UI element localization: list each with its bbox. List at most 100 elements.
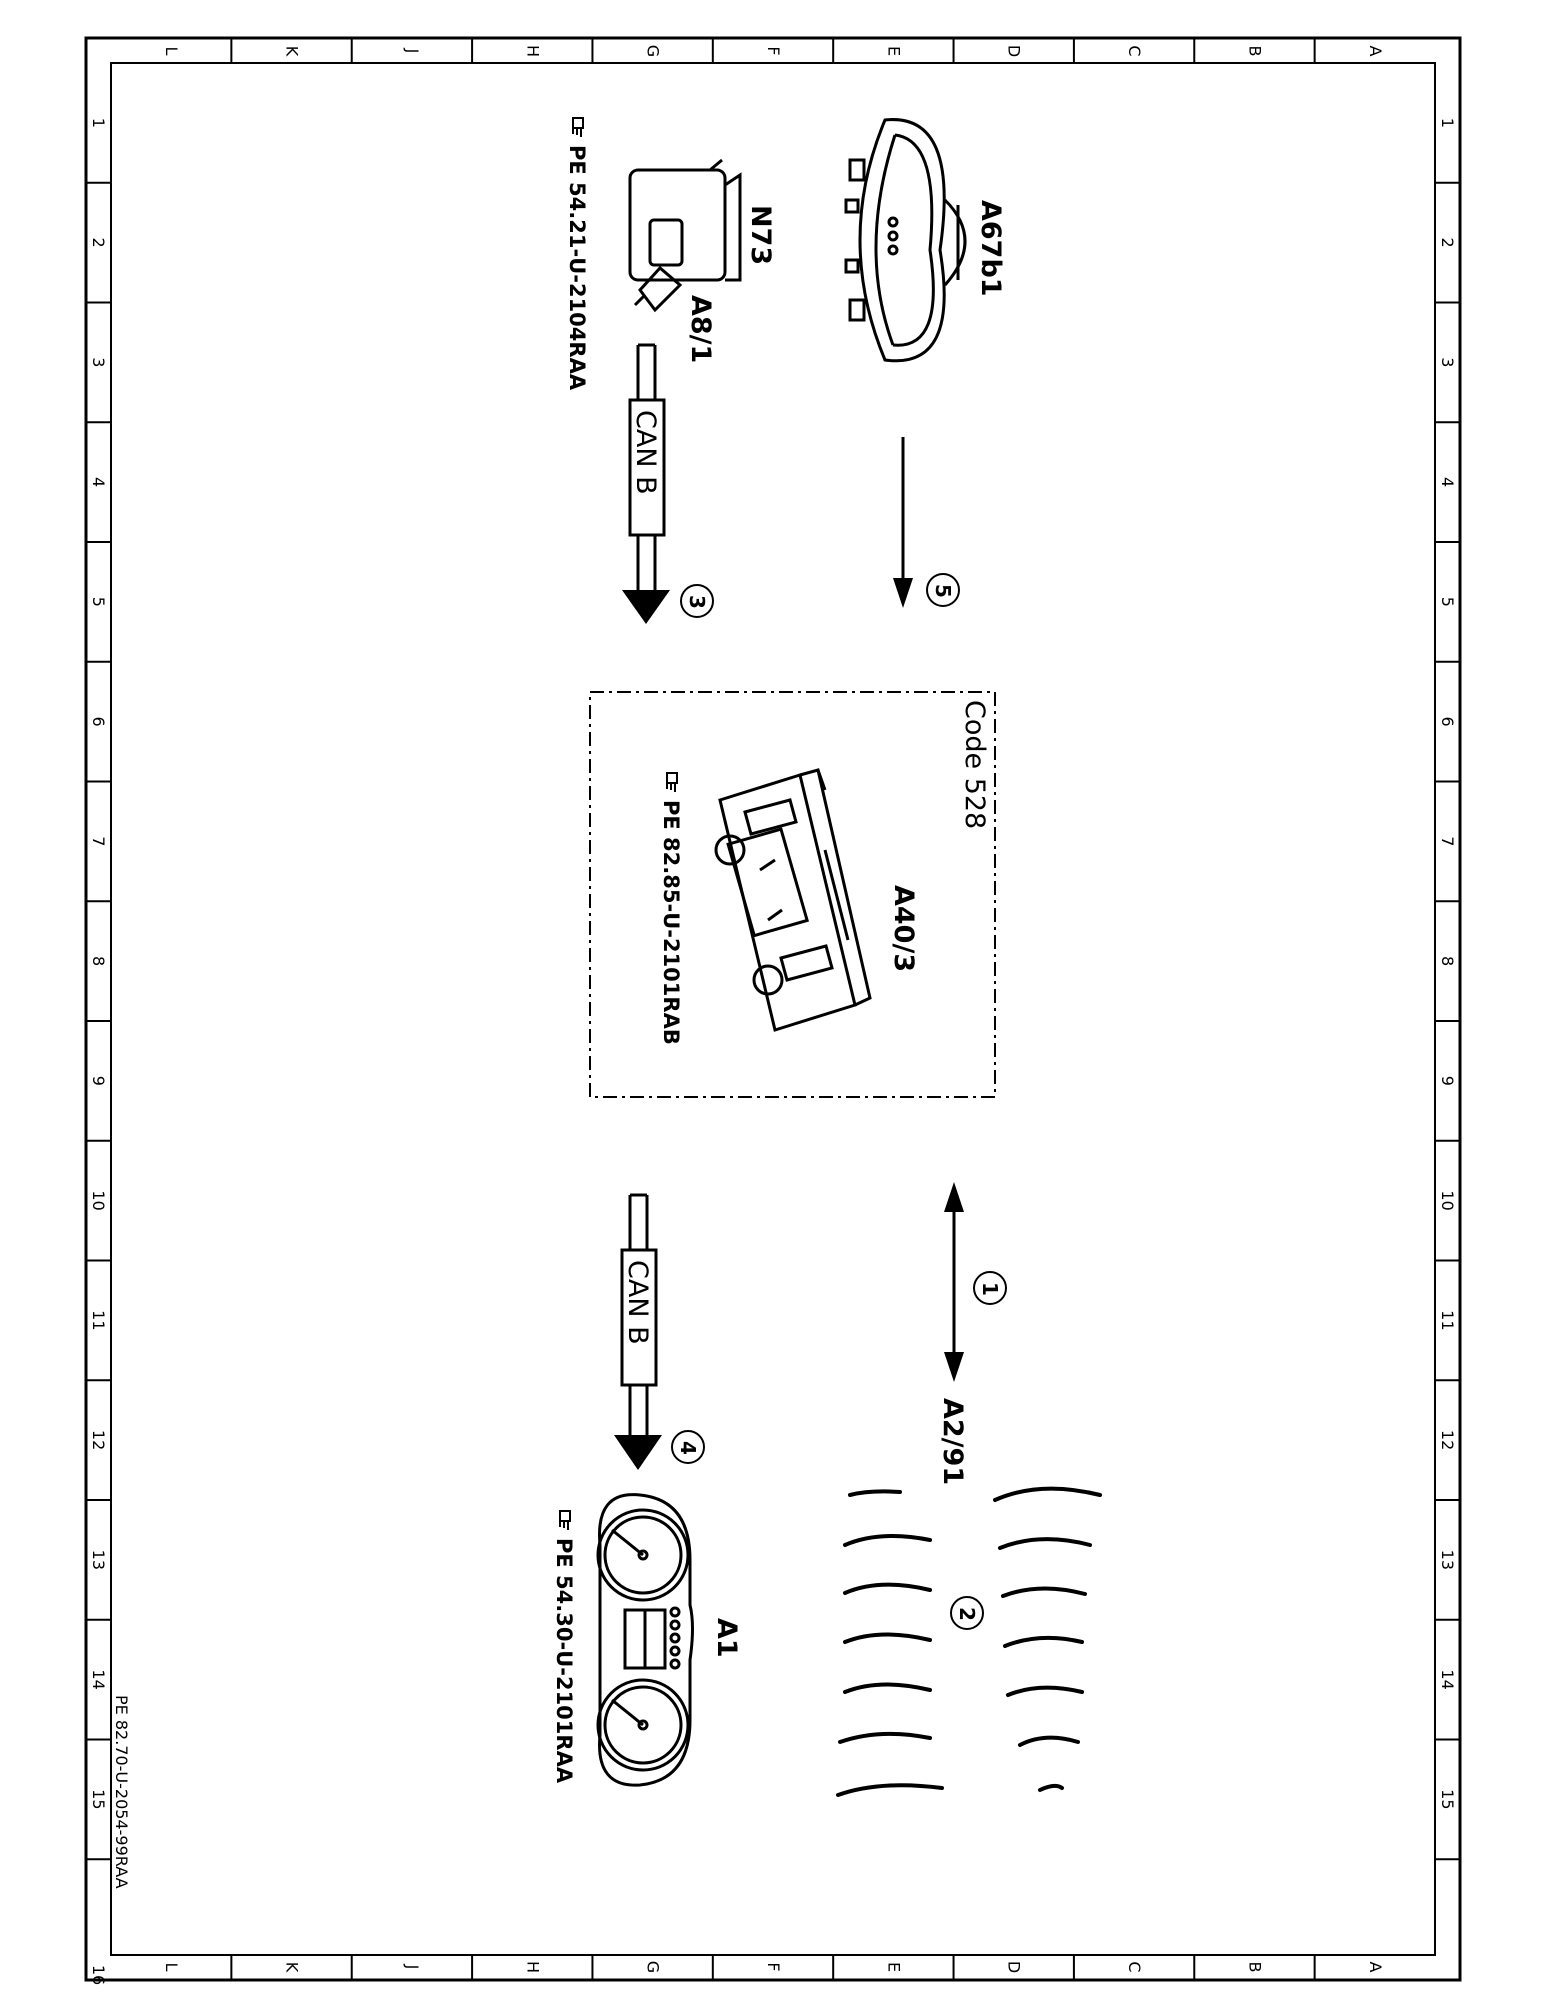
cluster-label: A1	[711, 1618, 742, 1658]
can-arrow-head-top	[622, 590, 670, 624]
signal-number-4: 4	[676, 1441, 700, 1455]
ignition-label-n73: N73	[745, 205, 776, 265]
hand-pointer-icon-3	[559, 1510, 571, 1531]
row-label: 15	[89, 1789, 108, 1809]
row-label: 4	[89, 477, 108, 487]
row-label: 4	[1438, 477, 1457, 487]
column-label: H	[523, 45, 542, 57]
column-label: K	[283, 1962, 302, 1973]
signal-badge-2	[950, 1596, 984, 1630]
can-label-box-top	[628, 398, 666, 537]
row-label: 1	[89, 118, 108, 128]
column-label: B	[1245, 1962, 1264, 1973]
signal-number-2: 2	[955, 1607, 979, 1621]
column-label: F	[764, 1962, 783, 1971]
inner-frame	[110, 62, 1436, 1956]
can-label-top: CAN B	[630, 410, 661, 495]
hand-pointer-icon-2	[666, 772, 678, 793]
signal-arrow-5-head	[893, 578, 913, 608]
row-label: 2	[89, 238, 108, 248]
signal-arrow-1-head-up	[944, 1182, 964, 1212]
column-label: J	[403, 48, 422, 54]
row-label: 13	[1438, 1550, 1457, 1570]
cluster-reference: PE 54.30-U-2101RAA	[552, 1538, 576, 1784]
column-label: C	[1125, 1961, 1144, 1972]
column-label: E	[884, 1962, 903, 1972]
column-label: A	[1366, 1962, 1385, 1973]
column-label: C	[1125, 45, 1144, 56]
rearview-mirror-icon	[844, 118, 967, 363]
signal-badge-3	[680, 584, 714, 618]
ignition-label-a8: A8/1	[685, 295, 716, 363]
signal-badge-5	[926, 573, 960, 607]
column-label: L	[162, 47, 181, 56]
outer-frame	[84, 36, 1462, 1982]
row-label: 16	[89, 1965, 108, 1985]
row-label: 3	[89, 357, 108, 367]
column-label: D	[1005, 1961, 1024, 1973]
row-label: 14	[1438, 1669, 1457, 1689]
can-label-bottom: CAN B	[622, 1260, 653, 1345]
ignition-switch-icon	[628, 158, 742, 313]
row-label: 9	[89, 1076, 108, 1086]
row-label: 2	[1438, 238, 1457, 248]
signal-number-3: 3	[685, 595, 709, 609]
can-label-box-bottom	[620, 1248, 658, 1387]
row-label: 7	[89, 836, 108, 846]
column-ticks	[230, 38, 1316, 1980]
row-label: 8	[89, 956, 108, 966]
row-label: 5	[1438, 597, 1457, 607]
row-ticks	[86, 181, 1460, 1861]
code-label: Code 528	[959, 700, 990, 829]
row-label: 7	[1438, 836, 1457, 846]
row-label: 1	[1438, 118, 1457, 128]
row-label: 9	[1438, 1076, 1457, 1086]
head-unit-reference: PE 82.85-U-2101RAB	[659, 800, 683, 1045]
radio-waves-icon	[836, 1486, 1102, 1797]
mirror-label: A67b1	[975, 200, 1006, 297]
can-arrow-head-bottom	[614, 1435, 662, 1470]
row-label: 11	[89, 1310, 108, 1330]
instrument-cluster-icon	[596, 1493, 694, 1787]
row-label: 10	[1438, 1190, 1457, 1210]
column-label: D	[1005, 45, 1024, 57]
column-label: G	[644, 1961, 663, 1973]
row-label: 15	[1438, 1789, 1457, 1809]
row-label: 3	[1438, 357, 1457, 367]
column-label: E	[884, 46, 903, 56]
row-label: 10	[89, 1190, 108, 1210]
column-label: L	[162, 1963, 181, 1972]
column-label: A	[1366, 46, 1385, 57]
head-unit-label: A40/3	[888, 885, 919, 972]
column-label: K	[283, 46, 302, 57]
antenna-label: A2/91	[937, 1398, 968, 1485]
signal-badge-1	[973, 1271, 1007, 1305]
column-label: G	[644, 45, 663, 57]
row-label: 14	[89, 1669, 108, 1689]
document-reference: PE 82.70-U-2054-99RAA	[112, 1695, 131, 1889]
row-label: 12	[89, 1430, 108, 1450]
optional-equipment-box	[589, 691, 996, 1098]
hand-pointer-icon	[572, 117, 584, 138]
row-label: 8	[1438, 956, 1457, 966]
signal-badge-4	[671, 1430, 705, 1464]
row-label: 6	[89, 717, 108, 727]
row-label: 11	[1438, 1310, 1457, 1330]
row-label: 5	[89, 597, 108, 607]
signal-number-5: 5	[931, 584, 955, 598]
signal-number-1: 1	[978, 1282, 1002, 1296]
row-label: 6	[1438, 717, 1457, 727]
row-label: 13	[89, 1550, 108, 1570]
column-label: B	[1245, 46, 1264, 57]
column-label: J	[403, 1964, 422, 1970]
head-unit-icon	[714, 768, 872, 1032]
ignition-reference: PE 54.21-U-2104RAA	[565, 145, 589, 391]
row-label: 12	[1438, 1430, 1457, 1450]
column-label: H	[523, 1961, 542, 1973]
signal-arrow-1-head-down	[944, 1352, 964, 1382]
